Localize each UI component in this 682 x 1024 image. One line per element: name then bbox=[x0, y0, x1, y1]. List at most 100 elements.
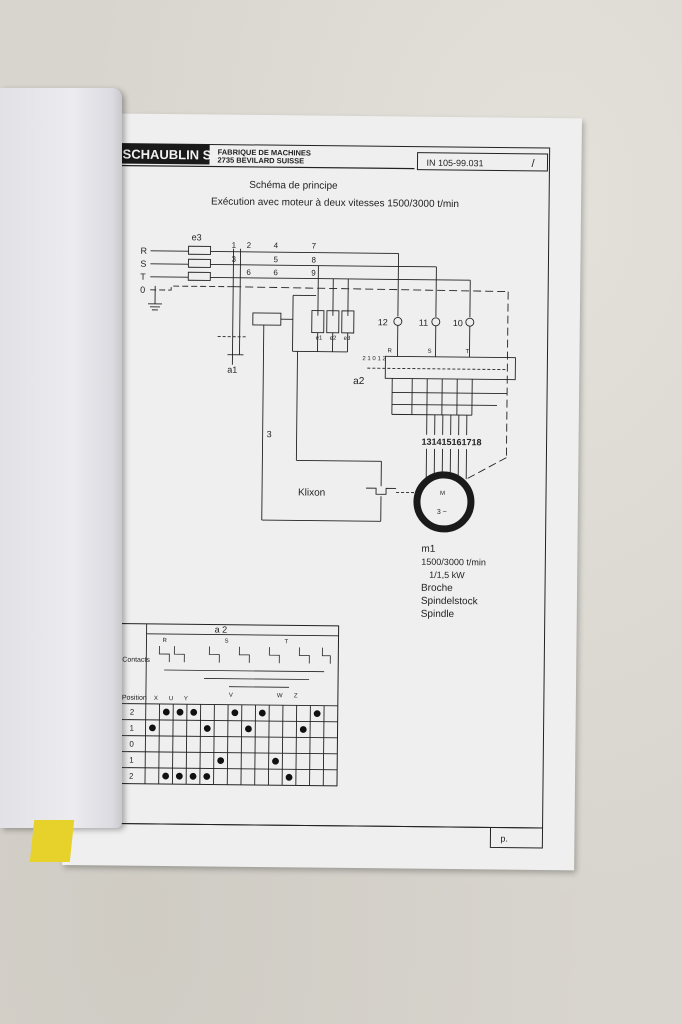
bottom-letter-w: W bbox=[277, 693, 283, 699]
relay-label-e3: e3 bbox=[344, 336, 351, 342]
phase-label-t: T bbox=[140, 272, 146, 282]
top-letter-t: T bbox=[284, 639, 288, 645]
position-row-3: 0 bbox=[129, 740, 134, 749]
drawing-frame bbox=[110, 142, 551, 829]
contact-closed-dot bbox=[162, 708, 170, 716]
table-column-line bbox=[322, 705, 325, 786]
contact-closed-dot bbox=[149, 724, 156, 732]
bottom-letter-y: Y bbox=[184, 696, 188, 702]
terminal-3: 3 bbox=[231, 255, 236, 264]
position-row-4: 1 bbox=[129, 756, 134, 765]
header-rule bbox=[117, 164, 415, 170]
table-column-line bbox=[309, 705, 311, 786]
doc-number: IN 105-99.031 bbox=[426, 158, 483, 169]
title-line-1: Schéma de principe bbox=[249, 180, 338, 192]
contact-closed-dot bbox=[189, 772, 197, 780]
relay-label-e2: e2 bbox=[330, 336, 337, 342]
contact-closed-dot bbox=[217, 757, 225, 765]
position-row-1: 2 bbox=[130, 708, 135, 717]
terminal-8: 8 bbox=[311, 256, 316, 265]
doc-number-box bbox=[416, 152, 549, 172]
phase-lines bbox=[148, 250, 509, 480]
selector-switch-a2 bbox=[367, 325, 516, 436]
contact-table bbox=[118, 623, 340, 787]
motor-terminal-17: 17 bbox=[462, 437, 472, 447]
motor-terminal-10: 10 bbox=[453, 318, 463, 328]
selector-group-r: R bbox=[387, 348, 392, 354]
bottom-letter-z: Z bbox=[294, 693, 298, 699]
contacts-label: Contacts bbox=[122, 657, 150, 664]
terminal-5: 5 bbox=[273, 255, 278, 264]
page-number-box bbox=[489, 826, 544, 849]
contact-closed-dot bbox=[190, 708, 198, 716]
company-logo-block bbox=[117, 143, 210, 165]
contact-closed-dot bbox=[203, 773, 211, 780]
doc-slash: / bbox=[531, 158, 535, 170]
motor-terminal-12: 12 bbox=[378, 317, 388, 327]
bottom-letter-u: U bbox=[169, 696, 173, 702]
table-column-line bbox=[213, 704, 215, 785]
contact-closed-dot bbox=[245, 725, 252, 733]
schematic-drawing: SCHAUBLIN SA FABRIQUE DE MACHINES 2735 B… bbox=[110, 142, 551, 849]
terminal-2: 2 bbox=[247, 241, 252, 250]
title-line-2: Exécution avec moteur à deux vitesses 15… bbox=[211, 196, 459, 210]
contact-closed-dot bbox=[203, 725, 211, 732]
relay-label-e1: e1 bbox=[316, 336, 323, 342]
selector-group-s: S bbox=[427, 349, 431, 355]
table-column-line bbox=[281, 705, 284, 786]
page-label: p. bbox=[500, 834, 508, 844]
contact-closed-dot bbox=[162, 772, 170, 780]
relay-coil bbox=[252, 294, 417, 522]
terminal-9: 9 bbox=[311, 269, 316, 278]
footer-rule bbox=[110, 822, 491, 828]
terminal-1: 1 bbox=[232, 241, 237, 250]
phase-label-0: 0 bbox=[140, 285, 145, 295]
yellow-bookmark-tab bbox=[29, 820, 75, 862]
contact-closed-dot bbox=[299, 726, 307, 733]
company-tagline-1: FABRIQUE DE MACHINES bbox=[218, 148, 311, 158]
selector-positions: 2 1 0 1 2 bbox=[362, 356, 386, 362]
bottom-letter-v: V bbox=[229, 693, 233, 699]
motor-terminal-circles bbox=[393, 316, 475, 327]
company-name: SCHAUBLIN SA bbox=[122, 147, 221, 163]
position-row-2: 1 bbox=[130, 724, 135, 733]
terminal-4: 4 bbox=[274, 241, 279, 250]
contact-closed-dot bbox=[285, 773, 293, 781]
motor-terminal-18: 18 bbox=[472, 437, 482, 447]
contact-closed-dot bbox=[272, 757, 279, 765]
table-column-line bbox=[226, 704, 229, 785]
terminal-7: 7 bbox=[312, 242, 317, 251]
fuse-label: e3 bbox=[192, 232, 202, 242]
table-column-line bbox=[158, 703, 160, 784]
position-row-5: 2 bbox=[129, 772, 134, 781]
motor-power: 1/1,5 kW bbox=[429, 570, 465, 580]
klixon-label: Klixon bbox=[298, 487, 325, 498]
contact-table-title: a 2 bbox=[215, 625, 228, 635]
contact-closed-dot bbox=[231, 709, 239, 717]
fuse-group bbox=[187, 245, 212, 281]
phase-label-s: S bbox=[140, 259, 146, 269]
terminal-6a: 6 bbox=[246, 268, 251, 277]
motor-label-de: Spindelstock bbox=[421, 596, 479, 608]
contact-closed-dot bbox=[176, 708, 184, 716]
contact-closed-dot bbox=[175, 772, 183, 780]
wire-3-label: 3 bbox=[267, 429, 272, 439]
table-column-line bbox=[267, 705, 270, 786]
motor-terminal-14: 14 bbox=[432, 437, 442, 447]
top-letter-r: R bbox=[162, 638, 167, 644]
contact-closed-dot bbox=[258, 709, 266, 717]
table-column-line bbox=[171, 704, 174, 785]
motor-symbol-3phase: 3 ~ bbox=[437, 509, 447, 516]
company-tagline-2: 2735 BEVILARD SUISSE bbox=[217, 156, 304, 166]
motor-symbol bbox=[413, 471, 475, 533]
table-column-line bbox=[295, 705, 298, 786]
left-facing-page bbox=[0, 88, 122, 828]
position-label: Position bbox=[122, 695, 147, 702]
switch-a1-label: a1 bbox=[227, 365, 237, 375]
schematic-sheet: SCHAUBLIN SA FABRIQUE DE MACHINES 2735 B… bbox=[62, 113, 582, 871]
top-letter-s: S bbox=[224, 639, 228, 645]
motor-name: m1 bbox=[421, 544, 435, 555]
motor-label-en: Spindle bbox=[421, 609, 455, 620]
main-switch-a1 bbox=[217, 248, 248, 365]
